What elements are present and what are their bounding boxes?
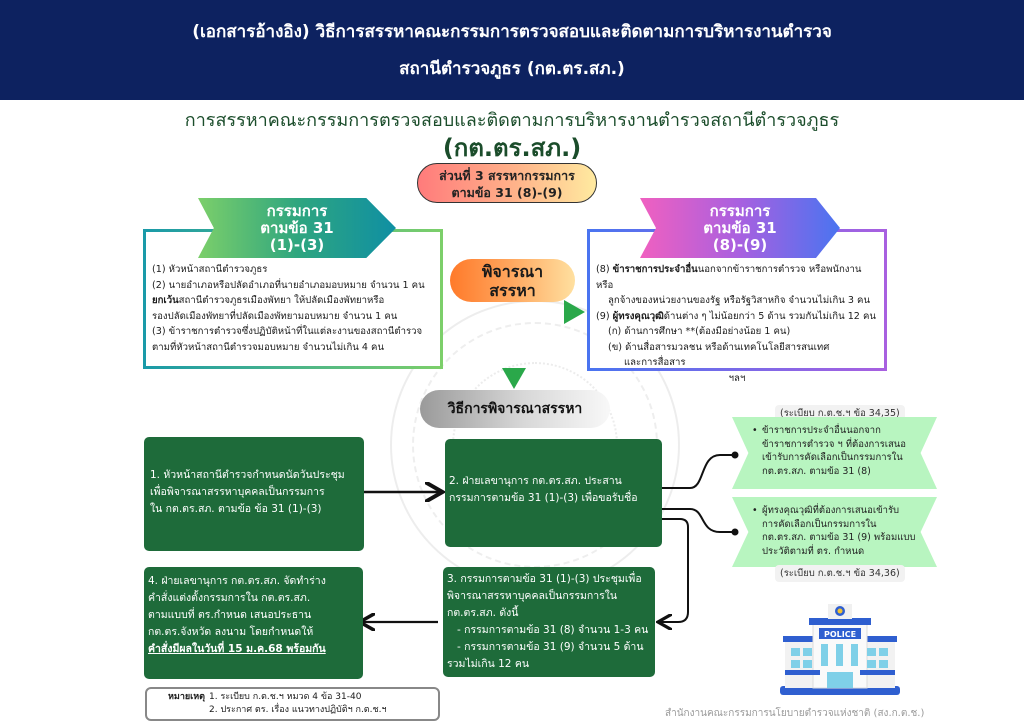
ribbon-text: กต.ตร.สภ. ตามข้อ 31 (9) พร้อมแบบ (762, 532, 916, 543)
ribbon-text: เข้ารับการคัดเลือกเป็นกรรมการใน (762, 452, 903, 463)
banner-line: กรรมการ (266, 202, 328, 220)
consider-line2: สรรหา (489, 281, 536, 300)
right-etc: ฯลฯ (728, 372, 746, 384)
ribbon-qualified-person: • ผู้ทรงคุณวุฒิที่ต้องการเสนอเข้ารับ การ… (732, 497, 937, 567)
right-item-emphasis: ข้าราชการประจำอื่น (612, 264, 698, 275)
remarks-box: หมายเหตุ 1. ระเบียบ ก.ต.ช.ฯ หมวด 4 ข้อ 3… (145, 687, 440, 721)
regulation-ref-bottom: (ระเบียบ ก.ต.ช.ฯ ข้อ 34,36) (775, 565, 905, 582)
left-item: (3) ข้าราชการตำรวจซึ่งปฏิบัติหน้าที่ในแต… (152, 326, 423, 337)
item-prefix: (8) (596, 264, 613, 275)
left-committee-banner: กรรมการ ตามข้อ 31 (1)-(3) (198, 198, 396, 258)
ribbon1-dot (731, 451, 739, 459)
right-item-emphasis: ผู้ทรงคุณวุฒิ (612, 310, 664, 322)
method-label: วิธีการพิจารณาสรรหา (420, 390, 610, 428)
part-label-line2: ตามข้อ 31 (8)-(9) (451, 185, 563, 200)
consider-recruit-pill: พิจารณา สรรหา (450, 259, 575, 302)
remarks-label: หมายเหตุ (167, 692, 205, 702)
header-banner: (เอกสารอ้างอิง) วิธีการสรรหาคณะกรรมการตร… (0, 0, 1024, 100)
consider-line1: พิจารณา (481, 262, 544, 281)
header-title-line2: สถานีตำรวจภูธร (กต.ตร.สภ.) (399, 59, 625, 79)
right-committee-banner: กรรมการ ตามข้อ 31 (8)-(9) (640, 198, 840, 258)
left-item: ตามที่หัวหน้าสถานีตำรวจมอบหมาย จำนวนไม่เ… (152, 341, 385, 353)
left-item: รองปลัดเมืองพัทยาที่ปลัดเมืองพัทยามอบหมา… (152, 310, 398, 322)
step-1-box: 1. หัวหน้าสถานีตำรวจกำหนดนัดวันประชุม เพ… (144, 437, 364, 551)
item-prefix: (9) (596, 310, 613, 322)
left-item: (1) หัวหน้าสถานีตำรวจภูธร (152, 264, 268, 275)
step-text: 4. ฝ่ายเลขานุการ กต.ตร.สภ. จัดทำร่าง (148, 575, 326, 587)
step-2-box: 2. ฝ่ายเลขานุการ กต.ตร.สภ. ประสาน กรรมกา… (445, 439, 662, 547)
arrow-step2-to-step3 (660, 518, 689, 622)
step-effective-date: คำสั่งมีผลในวันที่ 15 ม.ค.68 พร้อมกัน (148, 643, 326, 655)
ribbon-text: กต.ตร.สภ. ตามข้อ 31 (8) (762, 465, 871, 477)
right-item-text: นอกจากข้าราชการตำรวจ หรือพนักงาน หรือ (596, 264, 862, 291)
diagram-subtitle: (กต.ตร.สภ.) (442, 134, 582, 162)
step-text: 3. กรรมการตามข้อ 31 (1)-(3) ประชุมเพื่อ (447, 573, 642, 585)
right-subitem: และการสื่อสาร (624, 357, 686, 368)
banner-line: (1)-(3) (269, 236, 325, 254)
step-3-box: 3. กรรมการตามข้อ 31 (1)-(3) ประชุมเพื่อ … (443, 567, 655, 677)
right-item: (9) ผู้ทรงคุณวุฒิด้านต่าง ๆ ไม่น้อยกว่า … (596, 309, 878, 325)
step-text: กต.ตร.สภ. ดังนี้ (447, 607, 519, 619)
step-text: - กรรมการตามข้อ 31 (8) จำนวน 1-3 คน (447, 624, 649, 636)
right-subitem: (ก) ด้านการศึกษา **(ต้องมีอย่างน้อย 1 คน… (608, 326, 791, 337)
remarks-item: 1. ระเบียบ ก.ต.ช.ฯ หมวด 4 ข้อ 31-40 (209, 692, 362, 702)
step-text: กรรมการตามข้อ 31 (1)-(3) เพื่อขอรับชื่อ (449, 492, 638, 504)
left-item: (2) นายอำเภอหรือปลัดอำเภอที่นายอำเภอมอบห… (152, 279, 425, 291)
step-text: กต.ตร.จังหวัด ลงนาม โดยกำหนดให้ (148, 626, 314, 638)
remarks-item: 2. ประกาศ ตร. เรื่อง แนวทางปฏิบัติฯ ก.ต.… (209, 705, 387, 715)
step-text: รวมไม่เกิน 12 คน (447, 658, 530, 670)
ribbon-text: ประวัติตามที่ ตร. กำหนด (762, 545, 865, 557)
right-item: (8) ข้าราชการประจำอื่นนอกจากข้าราชการตำร… (596, 262, 878, 293)
step-text: เพื่อพิจารณาสรรหาบุคคลเป็นกรรมการ (150, 486, 325, 498)
diagram-title: การสรรหาคณะกรรมการตรวจสอบและติดตามการบริ… (184, 110, 840, 131)
banner-line: ตามข้อ 31 (260, 219, 334, 237)
ribbon-text: การคัดเลือกเป็นกรรมการใน (762, 518, 877, 530)
police-station-icon: POLICE (780, 604, 900, 695)
step-text: ใน กต.ตร.สภ. ตามข้อ ข้อ 31 (1)-(3) (150, 503, 322, 515)
banner-line: (8)-(9) (712, 236, 768, 254)
right-subitem: (ข) ด้านสื่อสารมวลชน หรือด้านเทคโนโลยีสา… (608, 341, 830, 353)
header-title-line1: (เอกสารอ้างอิง) วิธีการสรรหาคณะกรรมการตร… (192, 22, 832, 42)
left-item: ยกเว้นสถานีตำรวจภูธรเมืองพัทยา ให้ปลัดเม… (152, 293, 434, 309)
ribbon-text: ข้าราชการตำรวจ ฯ ที่ต้องการเสนอ (762, 438, 906, 450)
ribbon-text: ผู้ทรงคุณวุฒิที่ต้องการเสนอเข้ารับ (762, 505, 900, 516)
part-label: ส่วนที่ 3 สรรหากรรมการ ตามข้อ 31 (8)-(9) (417, 163, 597, 203)
bullet-icon: • (752, 425, 758, 436)
left-item-text: สถานีตำรวจภูธรเมืองพัทยา ให้ปลัดเมืองพัท… (178, 295, 385, 306)
banner-line: กรรมการ (709, 202, 771, 220)
bullet-icon: • (752, 505, 758, 516)
right-item-text: ด้านต่าง ๆ ไม่น้อยกว่า 5 ด้าน รวมกันไม่เ… (663, 310, 876, 322)
step-4-box: 4. ฝ่ายเลขานุการ กต.ตร.สภ. จัดทำร่าง คำส… (144, 567, 363, 679)
ribbon2-dot (731, 528, 739, 536)
ribbon-civil-servant: • ข้าราชการประจำอื่นนอกจาก ข้าราชการตำรว… (732, 417, 937, 489)
banner-line: ตามข้อ 31 (703, 219, 777, 237)
police-sign: POLICE (824, 630, 856, 639)
step-text: ตามแบบที่ ตร.กำหนด เสนอประธาน (148, 609, 312, 621)
step-text: พิจารณาสรรหาบุคคลเป็นกรรมการใน (447, 590, 618, 602)
step-text: 1. หัวหน้าสถานีตำรวจกำหนดนัดวันประชุม (150, 469, 345, 481)
left-item-emphasis: ยกเว้น (152, 295, 179, 306)
right-item: ลูกจ้างของหน่วยงานของรัฐ หรือรัฐวิสาหกิจ… (608, 295, 871, 306)
footer-organization: สำนักงานคณะกรรมการนโยบายตำรวจแห่งชาติ (ส… (665, 708, 925, 719)
step-text: คำสั่งแต่งตั้งกรรมการใน กต.ตร.สภ. (148, 592, 311, 604)
connector-to-ribbon2 (662, 508, 734, 533)
step-text: - กรรมการตามข้อ 31 (9) จำนวน 5 ด้าน (447, 641, 644, 653)
part-label-line1: ส่วนที่ 3 สรรหากรรมการ (439, 168, 575, 183)
ribbon-text: ข้าราชการประจำอื่นนอกจาก (762, 425, 881, 436)
step-text: 2. ฝ่ายเลขานุการ กต.ตร.สภ. ประสาน (449, 475, 622, 487)
